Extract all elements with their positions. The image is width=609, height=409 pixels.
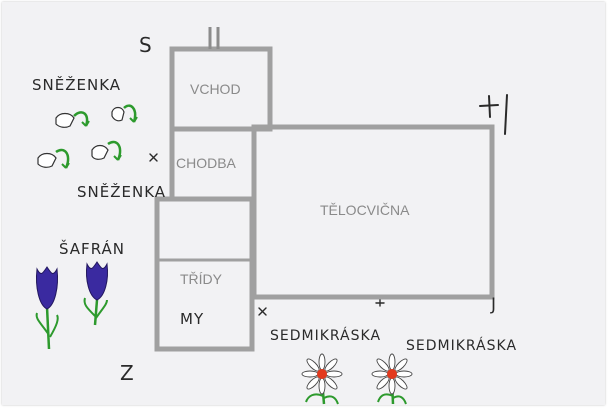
compass-east-mark <box>479 94 508 135</box>
school-map-diagram: VCHOD CHODBA TĚLOCVIČNA TŘÍDY MY S Z J S… <box>32 27 517 405</box>
snowdrop-icon <box>91 140 122 161</box>
compass-west: Z <box>120 361 134 385</box>
crocus-icon <box>35 266 59 350</box>
entrance-marks <box>208 27 220 49</box>
plant-label-sedmikraska-2: SEDMIKRÁSKA <box>406 337 517 354</box>
compass-south: J <box>490 295 496 315</box>
plant-label-safran: ŠAFRÁN <box>59 239 125 258</box>
room-label-telocvicna: TĚLOCVIČNA <box>320 202 410 218</box>
crocus-icon <box>83 261 108 326</box>
snowdrop-icon <box>37 148 70 169</box>
snowdrop-icon <box>111 104 138 123</box>
room-tridy <box>154 196 255 352</box>
drawing-sheet: VCHOD CHODBA TĚLOCVIČNA TŘÍDY MY S Z J S… <box>2 2 605 405</box>
room-label-my: MY <box>180 310 204 328</box>
daisy-icon <box>301 353 343 405</box>
daisy-icon <box>371 353 413 405</box>
plant-label-snezenka-2: SNĚŽENKA <box>77 182 166 201</box>
plant-label-snezenka-1: SNĚŽENKA <box>32 75 121 94</box>
room-label-tridy: TŘÍDY <box>180 271 223 287</box>
compass-north: S <box>139 33 152 57</box>
room-label-chodba: CHODBA <box>176 155 237 171</box>
plant-label-sedmikraska-1: SEDMIKRÁSKA <box>270 327 381 344</box>
snowdrop-icon <box>55 111 90 128</box>
room-label-vchod: VCHOD <box>190 81 241 97</box>
